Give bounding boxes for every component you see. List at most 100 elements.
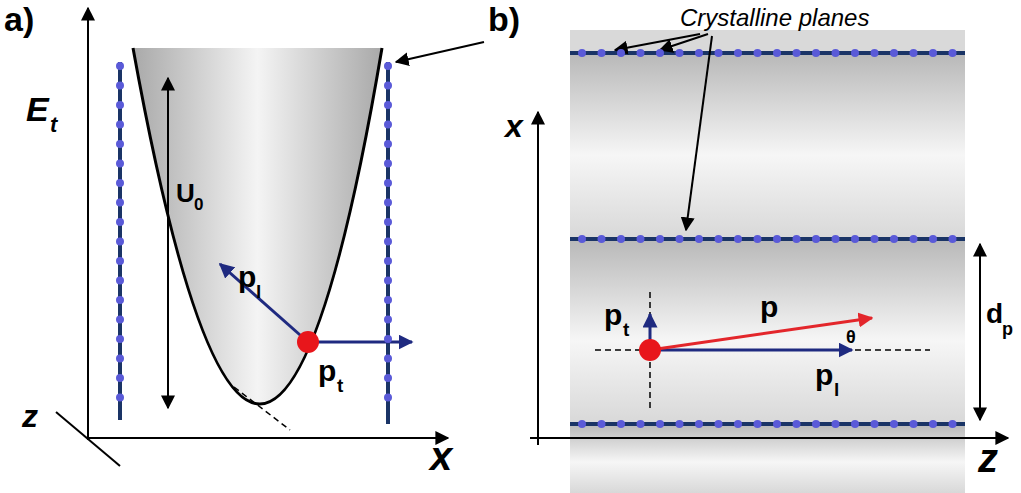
atom-dot (793, 49, 801, 57)
atom-dot (384, 140, 392, 148)
atom-dot (851, 420, 859, 428)
axis-label: x (430, 436, 452, 476)
leader-line (686, 36, 712, 230)
depth-subscript: 0 (194, 196, 203, 213)
atom-dot (598, 420, 606, 428)
atom-dot (384, 160, 392, 168)
atom-dot (871, 235, 879, 243)
atom-dot (793, 420, 801, 428)
atom-dot (116, 277, 124, 285)
atom-dot (384, 218, 392, 226)
spacing-label: d (986, 300, 1003, 328)
potential-curve (133, 48, 382, 404)
depth-arrow (167, 78, 169, 408)
atom-dot (578, 235, 586, 243)
atom-dot (116, 257, 124, 265)
atom-dot (384, 62, 392, 70)
atom-dot (851, 235, 859, 243)
crystal-band (570, 424, 965, 493)
atom-dot (871, 420, 879, 428)
atom-dot (676, 420, 684, 428)
atom-dot (116, 355, 124, 363)
momentum-arrow (308, 341, 412, 344)
atom-dot (598, 49, 606, 57)
atom-dot (773, 49, 781, 57)
atom-dot (384, 238, 392, 246)
leader-line (615, 34, 700, 50)
momentum-label: p (604, 300, 622, 330)
spacing-arrow (979, 244, 981, 420)
energy-axis (87, 8, 89, 440)
axis-label: E (26, 92, 49, 126)
atom-dot (116, 394, 124, 402)
momentum-label: p (760, 292, 778, 322)
potential-well-fill (133, 48, 382, 404)
atom-dot (812, 235, 820, 243)
momentum-arrow (650, 318, 872, 350)
atom-dot (384, 121, 392, 129)
atom-dot (695, 49, 703, 57)
atom-dot (773, 235, 781, 243)
atom-dot (116, 374, 124, 382)
momentum-subscript: t (337, 376, 343, 395)
atom-dot (715, 420, 723, 428)
atom-dot (949, 420, 957, 428)
atom-dot (734, 420, 742, 428)
atom-dot (734, 235, 742, 243)
atom-dot (890, 49, 898, 57)
atom-dot (929, 235, 937, 243)
atom-dot (578, 49, 586, 57)
atom-dot (384, 394, 392, 402)
momentum-label: p (815, 360, 833, 390)
spacing-subscript: p (1002, 320, 1013, 338)
crystal-band (570, 53, 965, 239)
atom-dot (637, 420, 645, 428)
atom-dot (812, 420, 820, 428)
momentum-label: p (318, 356, 336, 386)
atom-dot (695, 420, 703, 428)
axis-subscript: t (50, 114, 57, 136)
atom-dot (598, 235, 606, 243)
leader-line (660, 34, 708, 50)
atom-dot (384, 316, 392, 324)
atom-dot (656, 49, 664, 57)
atom-dot (832, 49, 840, 57)
crystal-plane (570, 422, 965, 426)
atom-dot (754, 235, 762, 243)
momentum-label: p (238, 262, 256, 292)
atom-dot (656, 420, 664, 428)
dashed-guide (234, 387, 290, 430)
depth-label: U (176, 180, 195, 206)
axis-label: x (505, 110, 523, 142)
crystal-band (570, 30, 965, 53)
atom-dot (384, 335, 392, 343)
atom-dot (832, 235, 840, 243)
atom-dot (384, 82, 392, 90)
atom-dot (384, 257, 392, 265)
atom-dot (949, 235, 957, 243)
atom-dot (734, 49, 742, 57)
atom-dot (116, 160, 124, 168)
z-axis (530, 437, 1008, 439)
atom-dot (695, 235, 703, 243)
atom-dot (832, 420, 840, 428)
atom-dot (116, 82, 124, 90)
panel-label: a) (4, 2, 34, 36)
panel-label: b) (488, 2, 520, 36)
atom-dot (617, 235, 625, 243)
atom-dot (116, 62, 124, 70)
atom-dot (384, 296, 392, 304)
atom-dot (617, 49, 625, 57)
atom-dot (890, 235, 898, 243)
x-axis (88, 437, 448, 439)
atom-dot (851, 49, 859, 57)
atom-dot (949, 49, 957, 57)
atom-dot (384, 179, 392, 187)
atom-dot (384, 101, 392, 109)
atom-dot (637, 49, 645, 57)
atom-dot (754, 49, 762, 57)
atom-dot (871, 49, 879, 57)
z-axis (56, 412, 120, 466)
callout-label: Crystalline planes (680, 6, 869, 30)
atom-dot (384, 277, 392, 285)
